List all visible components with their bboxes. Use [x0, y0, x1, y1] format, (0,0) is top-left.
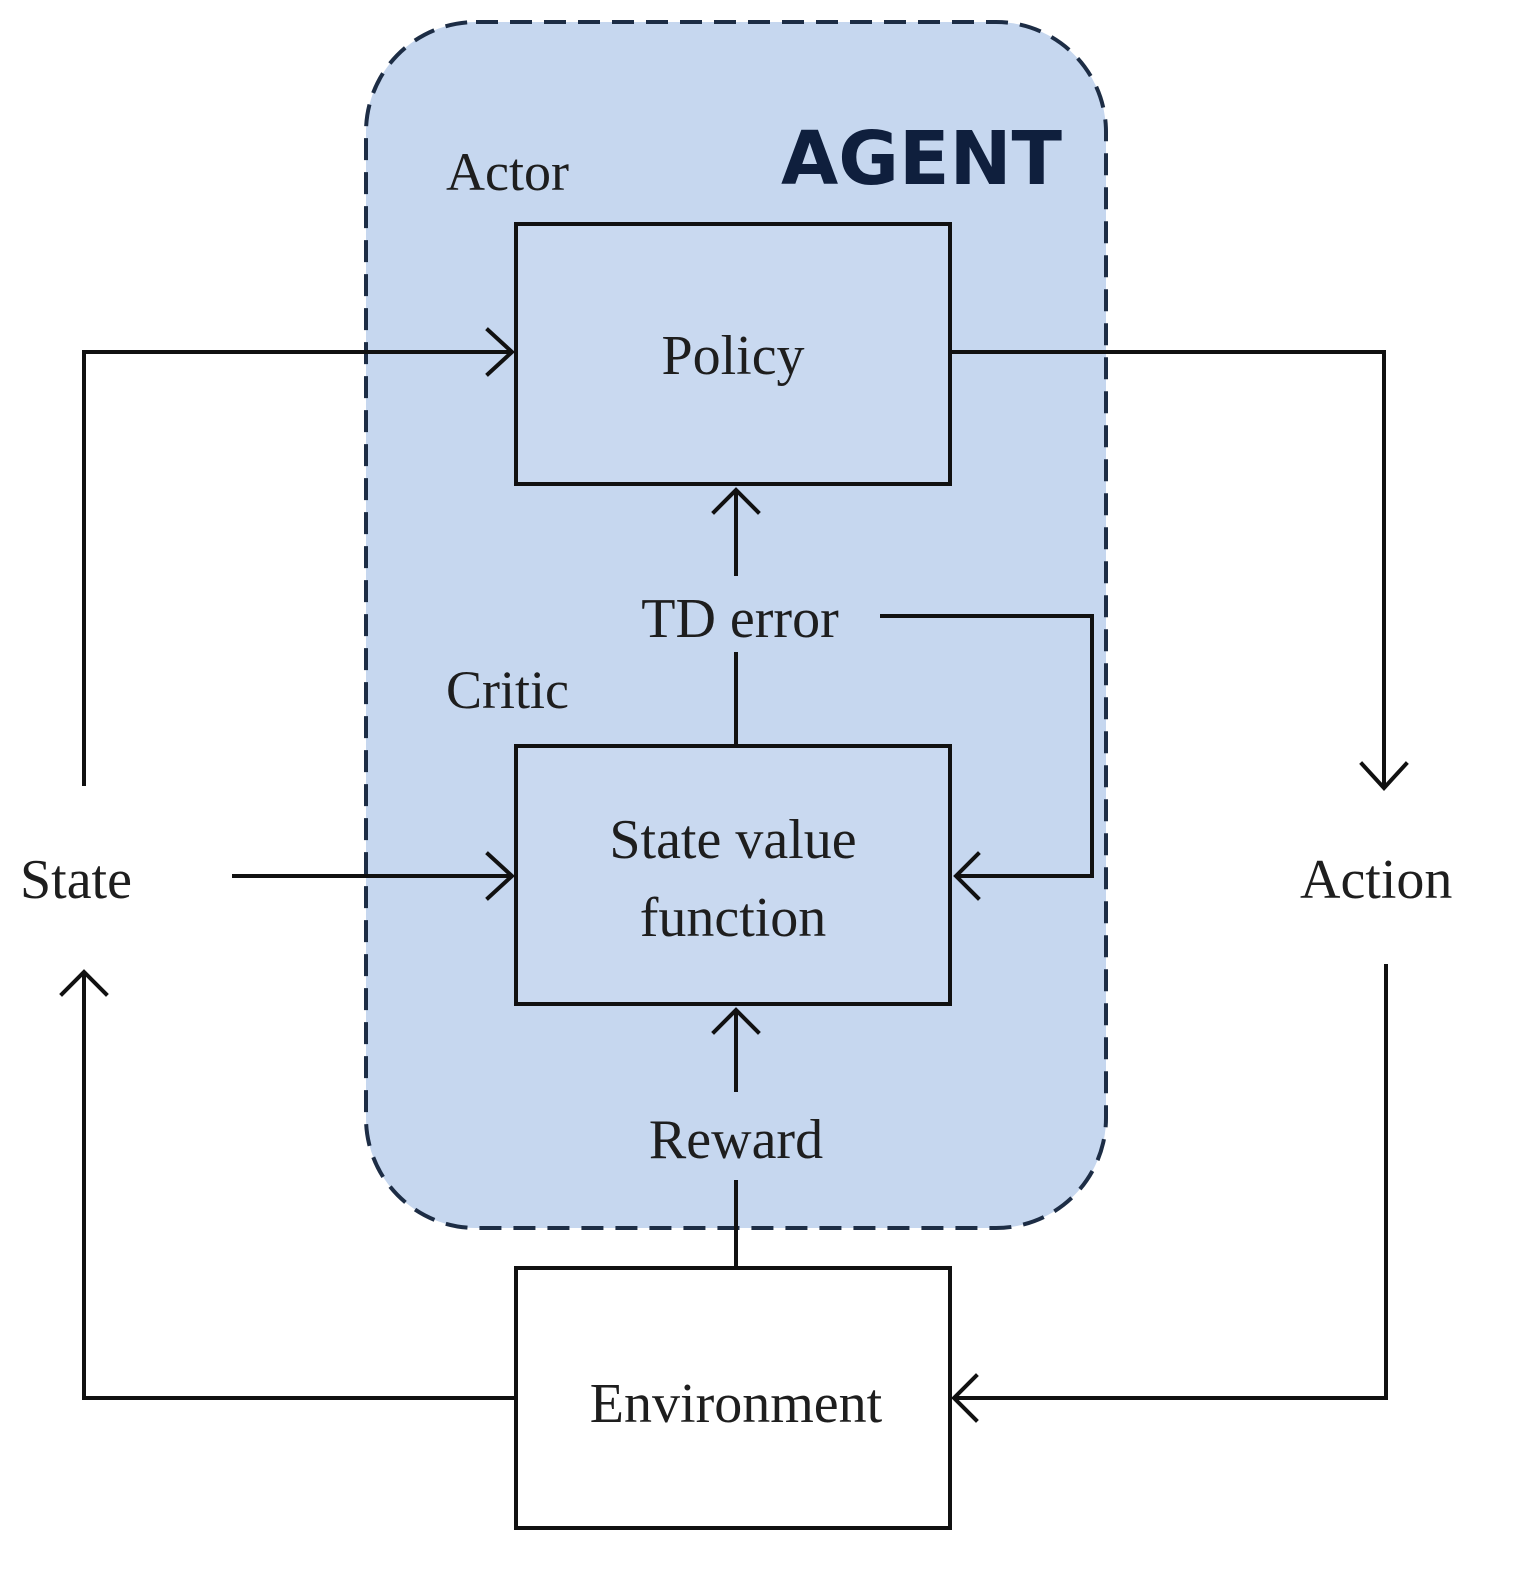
reward-connector	[711, 1007, 761, 1268]
reward-label: Reward	[649, 1109, 823, 1171]
policy-box	[514, 222, 952, 486]
state-value-function-label-line2: function	[640, 887, 827, 949]
td-error-feedback-connector	[880, 614, 1094, 901]
state-to-policy-connector	[82, 327, 515, 786]
agent-title: AGENT	[781, 116, 1062, 202]
td-error-label: TD error	[641, 588, 839, 650]
state-label: State	[20, 849, 132, 911]
td-error-connector	[711, 487, 761, 746]
policy-label: Policy	[661, 325, 804, 387]
environment-to-state-connector	[59, 969, 516, 1400]
action-label: Action	[1300, 849, 1452, 911]
environment-label: Environment	[590, 1373, 883, 1435]
state-value-function-box	[514, 744, 952, 1006]
critic-label: Critic	[446, 660, 569, 720]
action-to-environment-connector	[951, 964, 1388, 1423]
state-to-value-function-connector	[232, 851, 515, 901]
actor-label: Actor	[446, 142, 569, 202]
state-value-function-label-line1: State value	[609, 809, 856, 871]
policy-to-action-connector	[950, 350, 1409, 791]
